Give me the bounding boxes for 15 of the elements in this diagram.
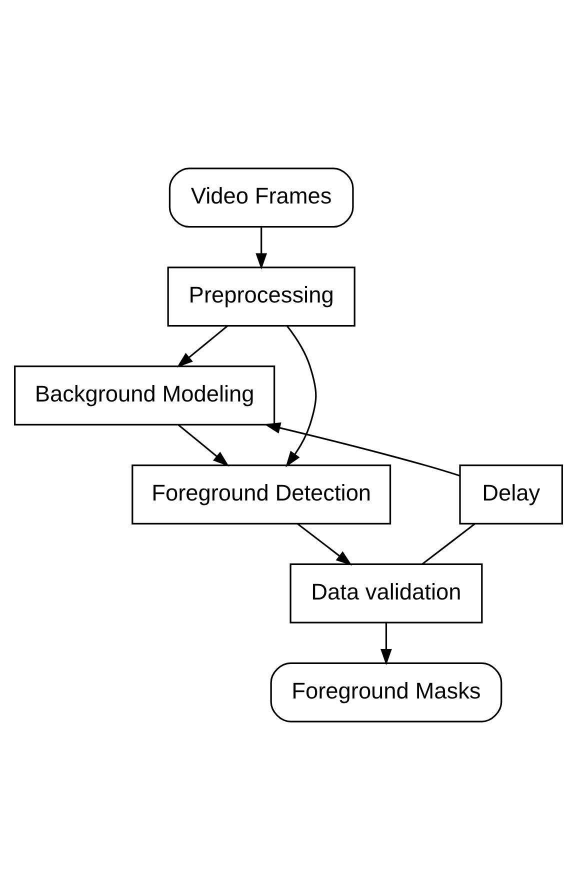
arrow xyxy=(176,325,228,368)
node-box: Background Modeling xyxy=(14,366,276,426)
node-box: Delay xyxy=(459,464,563,524)
node-box: Preprocessing xyxy=(167,266,356,327)
arrow xyxy=(286,325,317,468)
connector xyxy=(422,523,476,565)
node-box: Foreground Detection xyxy=(132,464,392,524)
node-box: Video Frames xyxy=(168,168,354,228)
node-box: Data validation xyxy=(290,563,483,624)
arrow xyxy=(178,424,230,466)
arrow xyxy=(256,226,268,270)
arrow xyxy=(380,622,392,666)
arrow xyxy=(264,422,460,477)
arrow xyxy=(296,523,352,566)
node-box: Foreground Masks xyxy=(270,662,502,722)
